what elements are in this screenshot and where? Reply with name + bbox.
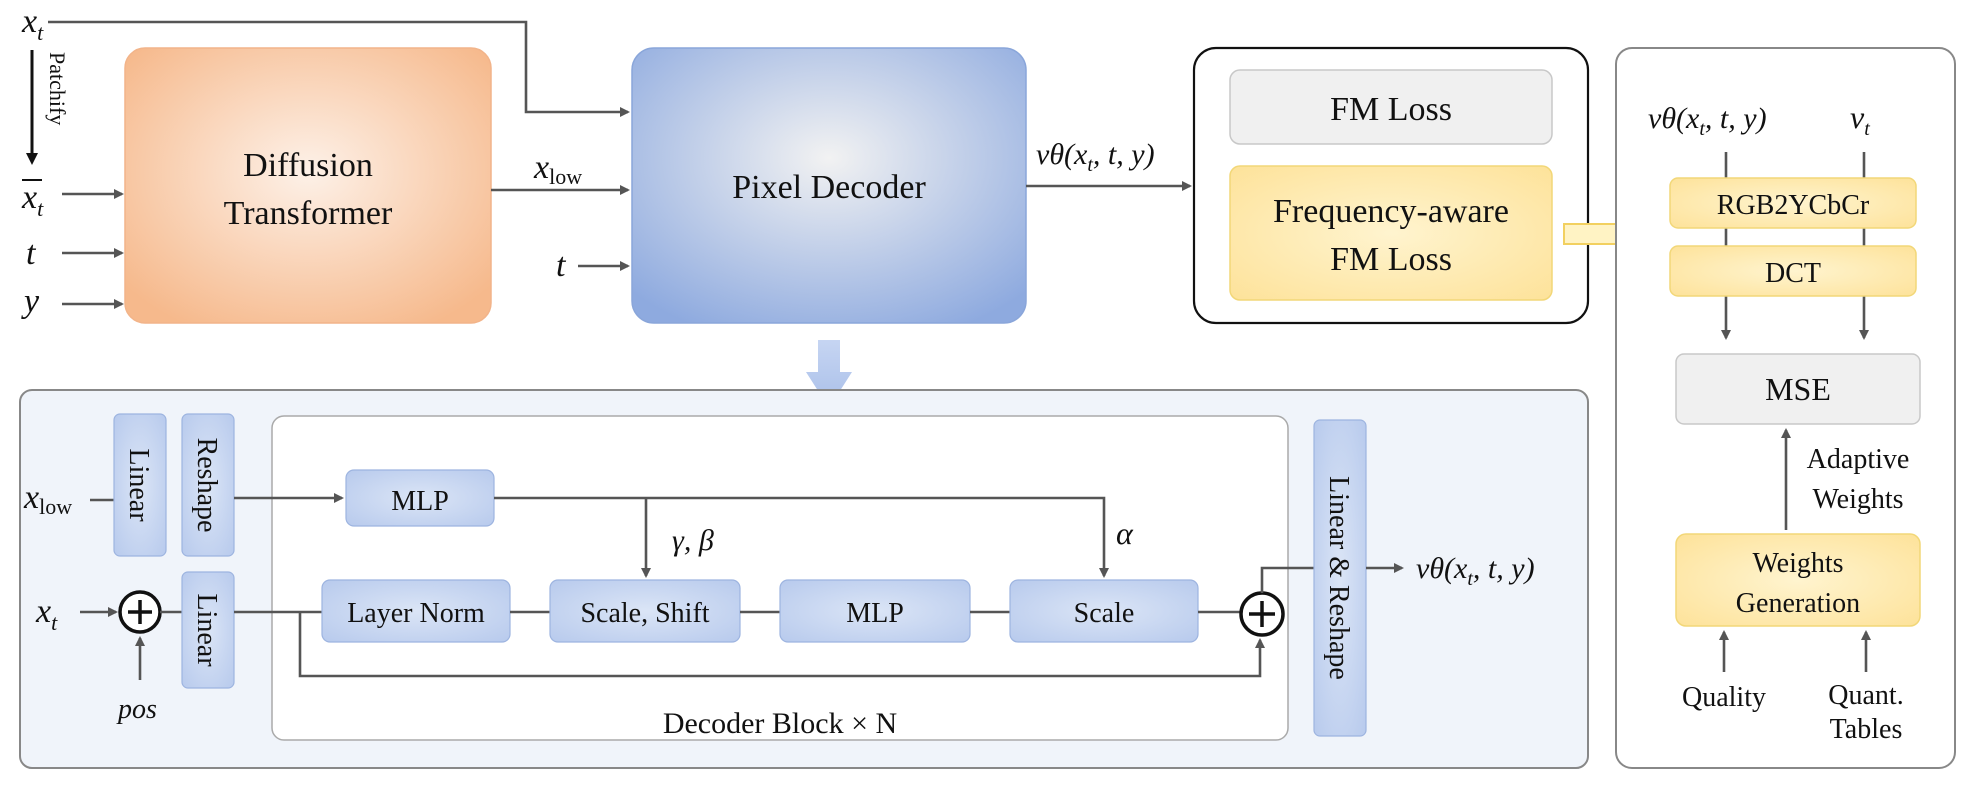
dit-label-line2: Transformer: [224, 195, 393, 232]
dct-label: DCT: [1765, 258, 1821, 289]
fm-loss-label: FM Loss: [1330, 91, 1452, 128]
reshape-label: Reshape: [191, 438, 222, 533]
add-pos-icon: [118, 590, 162, 634]
linear-reshape-label: Linear & Reshape: [1323, 476, 1354, 680]
expand-down-arrow-icon: [806, 340, 852, 408]
quant-line1: Quant.: [1828, 680, 1903, 711]
panel-vt-label: vt: [1850, 99, 1870, 140]
quant-line2: Tables: [1830, 714, 1903, 745]
linear-top-box: [113, 413, 167, 557]
add-to-linear-reshape-line: [1260, 566, 1314, 593]
linear-reshape-box: [1313, 419, 1367, 737]
decoder-block: [271, 415, 1289, 741]
dct-box: [1669, 245, 1917, 297]
freq-loss-line2: FM Loss: [1330, 241, 1452, 278]
dit-label-line1: Diffusion: [243, 147, 373, 184]
mse-label: MSE: [1765, 371, 1831, 407]
detail-xt-label: xt: [35, 593, 58, 635]
reshape-box: [181, 413, 235, 557]
decoder-t-label: t: [556, 247, 567, 284]
residual-skip-arrow: [298, 612, 1265, 678]
pos-label: pos: [116, 694, 157, 725]
adaptive-weights-line1: Adaptive: [1807, 444, 1910, 475]
mse-box: [1675, 353, 1921, 425]
rgb2ycbcr-box: [1669, 177, 1917, 229]
freq-loss-line1: Frequency-aware: [1273, 193, 1509, 230]
layer-norm-label: Layer Norm: [347, 598, 485, 629]
weights-gen-line2: Generation: [1736, 588, 1860, 619]
rgb2ycbcr-label: RGB2YCbCr: [1717, 190, 1870, 221]
input-y-label: y: [21, 283, 40, 320]
weights-gen-line1: Weights: [1752, 548, 1843, 579]
weights-generation-box: [1675, 533, 1921, 627]
input-xt-label: xt: [21, 3, 44, 45]
decoder-block-label: Decoder Block × N: [663, 707, 897, 740]
input-t-label: t: [26, 235, 37, 272]
mlp-mid-label: MLP: [846, 598, 904, 629]
fm-loss-box: [1229, 69, 1553, 145]
quality-label: Quality: [1682, 682, 1766, 713]
decoder-output-label: vθ(xt, t, y): [1036, 138, 1155, 176]
linear-top-label: Linear: [123, 448, 154, 522]
patchify-label: Patchify: [45, 52, 70, 125]
linear-bottom-box: [181, 571, 235, 689]
freq-aware-loss-box: [1229, 165, 1553, 301]
residual-add-icon: [1239, 591, 1285, 637]
xlow-label: xlow: [533, 149, 582, 189]
scale-shift-label: Scale, Shift: [580, 598, 709, 629]
adaptive-weights-line2: Weights: [1812, 484, 1903, 515]
linear-bottom-label: Linear: [191, 593, 222, 667]
gamma-beta-label: γ, β: [672, 524, 714, 557]
xt-to-decoder-arrow: [48, 20, 630, 117]
mlp-to-scale-arrow: [494, 496, 1109, 578]
mlp-top-label: MLP: [391, 486, 449, 517]
pixel-decoder-label: Pixel Decoder: [732, 169, 926, 206]
scale-label: Scale: [1074, 598, 1135, 629]
input-xbar-label: xt: [21, 179, 44, 221]
detail-xlow-label: xlow: [23, 479, 72, 519]
diffusion-transformer-box: [124, 47, 492, 324]
panel-v-pred-label: vθ(xt, t, y): [1648, 102, 1767, 140]
detail-output-label: vθ(xt, t, y): [1416, 552, 1535, 590]
alpha-label: α: [1116, 515, 1134, 551]
